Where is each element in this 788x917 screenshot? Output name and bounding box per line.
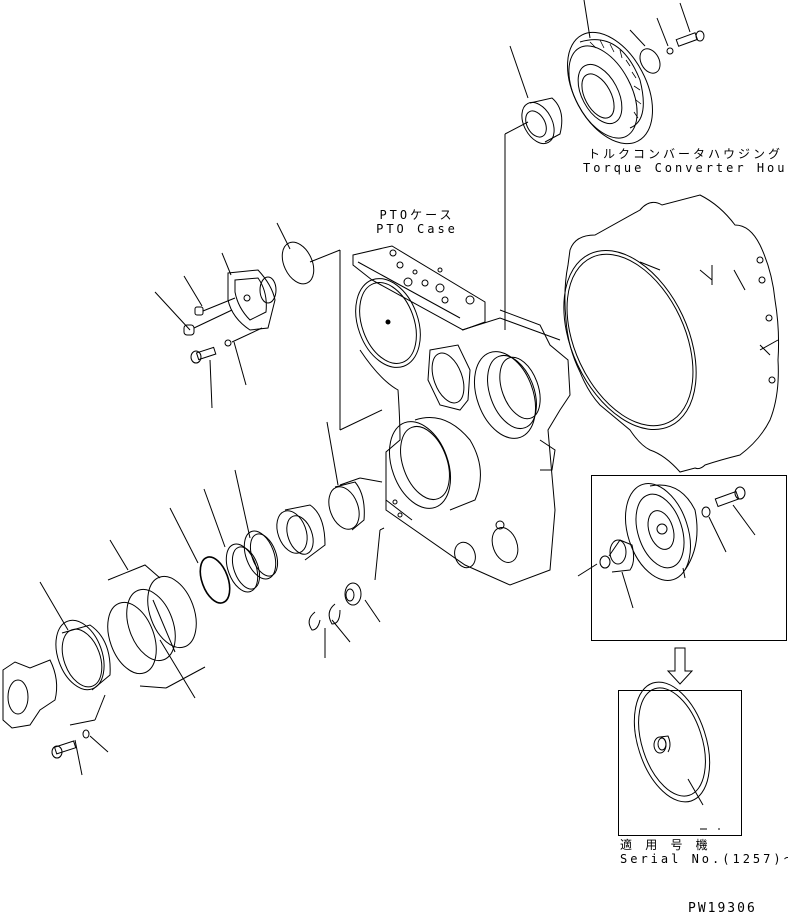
pto-case-label-en: PTO Case — [376, 222, 458, 236]
pto-case-label-jp: PTOケース — [379, 208, 455, 222]
pto-case-label: PTOケース PTO Case — [372, 208, 462, 236]
pto-case — [344, 246, 570, 585]
figure-id: PW19306 — [688, 901, 757, 916]
lower-stack-group — [3, 422, 384, 775]
torque-converter-housing-label-en: Torque Converter Housing — [583, 161, 788, 175]
gear-assembly-inset — [578, 475, 787, 640]
torque-converter-housing — [537, 195, 778, 472]
torque-converter-housing-label: トルクコンバータハウジング Torque Converter Housing — [583, 147, 788, 175]
upper-gear-group — [505, 0, 704, 330]
torque-converter-housing-label-jp: トルクコンバータハウジング — [587, 147, 783, 161]
cover-plate-group — [155, 223, 382, 430]
serial-applicability-label: 適 用 号 機 Serial No.(1257)～ — [620, 838, 788, 866]
serial-applicability-label-jp: 適 用 号 機 — [620, 838, 711, 852]
alternate-gear-inset — [619, 673, 742, 836]
serial-applicability-label-en: Serial No.(1257)～ — [620, 852, 788, 866]
down-arrow-icon — [668, 648, 692, 684]
